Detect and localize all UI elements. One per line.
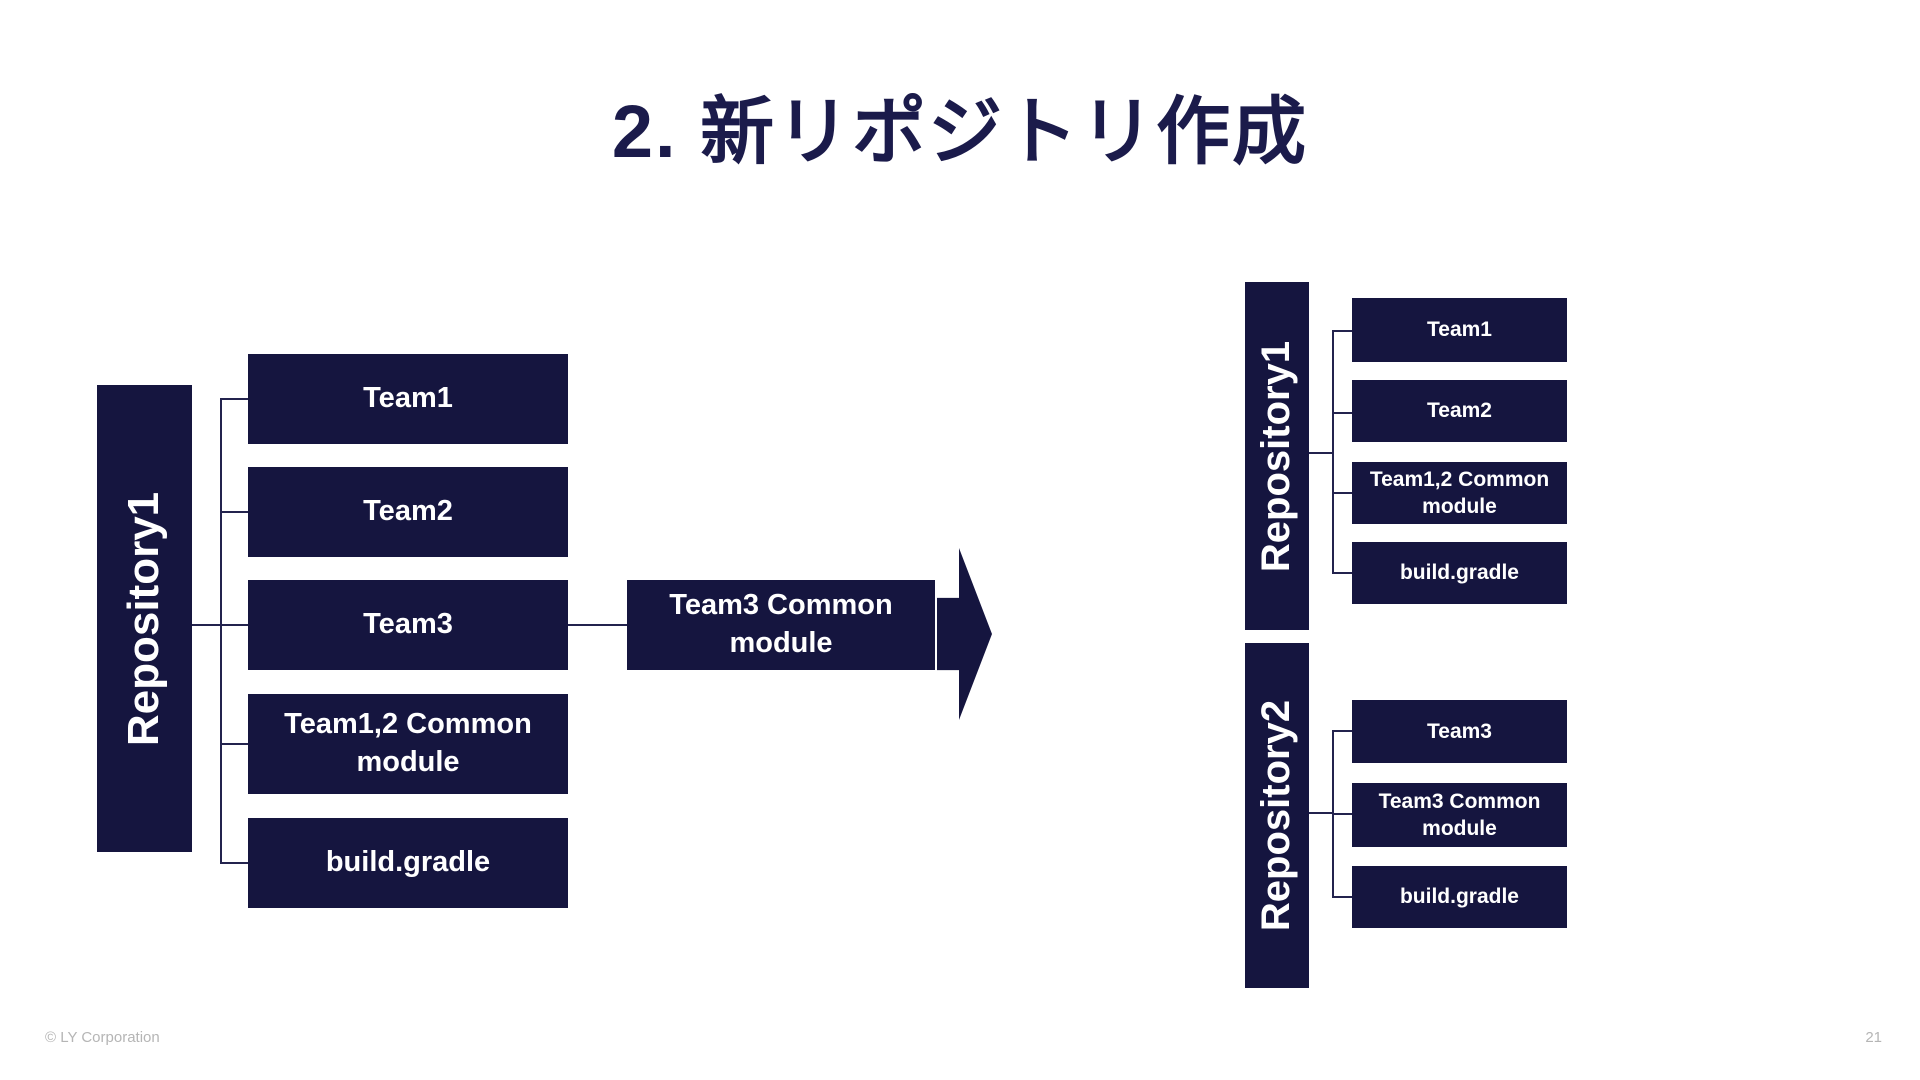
connector-right2-branch-gradle bbox=[1332, 896, 1354, 898]
module-box-team12-common: Team1,2 Common module bbox=[248, 694, 568, 794]
slide-title: 2. 新リポジトリ作成 bbox=[611, 90, 1309, 173]
module-box-r2-team3-common: Team3 Common module bbox=[1352, 783, 1567, 847]
module-box-r1-build-gradle: build.gradle bbox=[1352, 542, 1567, 604]
connector-left-branch-team2 bbox=[220, 511, 250, 513]
module-box-r1-team12-common: Team1,2 Common module bbox=[1352, 462, 1567, 524]
connector-left-repo-stub bbox=[192, 624, 220, 626]
right-repository2-box: Repository2 bbox=[1245, 643, 1309, 988]
connector-right1-branch-gradle bbox=[1332, 572, 1354, 574]
right-repository1-box: Repository1 bbox=[1245, 282, 1309, 630]
connector-right1-repo-stub bbox=[1309, 452, 1332, 454]
module-box-team3: Team3 bbox=[248, 580, 568, 670]
connector-left-branch-team3 bbox=[220, 624, 250, 626]
right-repository1-label: Repository1 bbox=[1254, 340, 1299, 572]
connector-left-trunk bbox=[220, 398, 222, 864]
module-box-team3-common-extracted: Team3 Common module bbox=[627, 580, 935, 670]
connector-left-branch-common bbox=[220, 743, 250, 745]
connector-right2-branch-team3 bbox=[1332, 730, 1354, 732]
connector-right1-trunk bbox=[1332, 330, 1334, 574]
connector-left-branch-gradle bbox=[220, 862, 250, 864]
connector-right1-branch-team2 bbox=[1332, 412, 1354, 414]
connector-right2-repo-stub bbox=[1309, 812, 1332, 814]
module-box-team2: Team2 bbox=[248, 467, 568, 557]
connector-right1-branch-common bbox=[1332, 492, 1354, 494]
right-arrow-icon bbox=[937, 548, 992, 720]
right-repository2-label: Repository2 bbox=[1254, 699, 1299, 932]
connector-team3-to-common bbox=[568, 624, 628, 626]
module-box-r1-team2: Team2 bbox=[1352, 380, 1567, 442]
module-box-r2-team3: Team3 bbox=[1352, 700, 1567, 763]
left-repository1-box: Repository1 bbox=[97, 385, 192, 852]
module-box-r2-build-gradle: build.gradle bbox=[1352, 866, 1567, 928]
connector-right1-branch-team1 bbox=[1332, 330, 1354, 332]
connector-right2-branch-common bbox=[1332, 813, 1354, 815]
left-repository1-label: Repository1 bbox=[119, 491, 169, 746]
connector-left-branch-team1 bbox=[220, 398, 250, 400]
module-box-r1-team1: Team1 bbox=[1352, 298, 1567, 362]
copyright: © LY Corporation bbox=[45, 1029, 160, 1046]
page-number: 21 bbox=[1865, 1029, 1882, 1046]
module-box-team1: Team1 bbox=[248, 354, 568, 444]
module-box-build-gradle: build.gradle bbox=[248, 818, 568, 908]
